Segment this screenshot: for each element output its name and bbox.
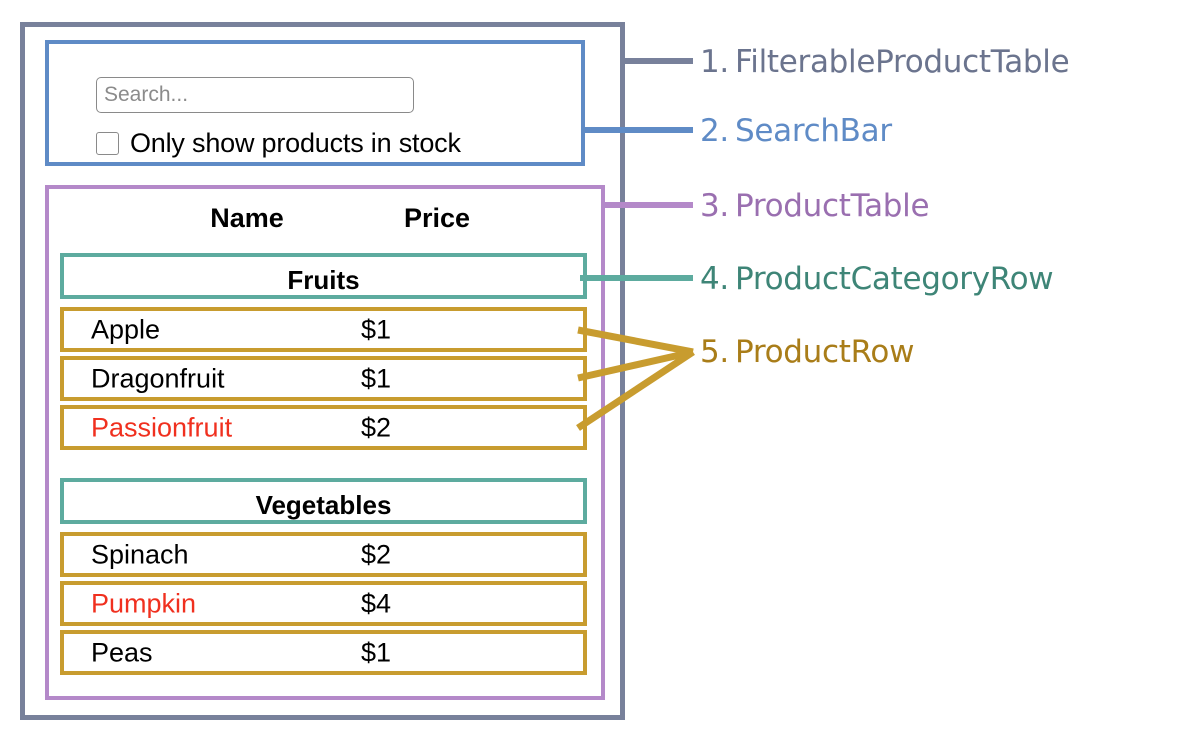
product-row-peas: Peas $1 xyxy=(60,630,587,675)
product-name: Spinach xyxy=(91,539,189,569)
product-table: Name Price Fruits Apple $1 Dragonfruit $… xyxy=(45,185,605,700)
annotation-number: 3. xyxy=(700,188,729,224)
annotation-label: ProductRow xyxy=(734,334,915,370)
product-name: Apple xyxy=(91,314,161,344)
annotation-product-row: 5.ProductRow xyxy=(700,334,914,370)
product-row-apple: Apple $1 xyxy=(60,307,587,352)
annotation-product-table: 3.ProductTable xyxy=(700,188,930,224)
product-name: Pumpkin xyxy=(91,588,197,618)
annotation-search-bar: 2.SearchBar xyxy=(700,113,892,149)
product-category-row-fruits: Fruits xyxy=(60,253,587,299)
product-row-spinach: Spinach $2 xyxy=(60,532,587,577)
product-name: Passionfruit xyxy=(91,412,233,442)
group-spacer xyxy=(60,454,587,478)
category-label: Vegetables xyxy=(255,489,392,520)
product-row-passionfruit: Passionfruit $2 xyxy=(60,405,587,450)
only-in-stock-checkbox-row[interactable]: Only show products in stock xyxy=(96,128,461,159)
annotation-label: SearchBar xyxy=(734,113,892,149)
annotation-number: 2. xyxy=(700,113,729,149)
product-price: $2 xyxy=(361,539,392,569)
annotation-label: ProductCategoryRow xyxy=(734,261,1054,297)
product-price: $1 xyxy=(361,314,392,344)
product-category-row-vegetables: Vegetables xyxy=(60,478,587,524)
product-row-dragonfruit: Dragonfruit $1 xyxy=(60,356,587,401)
product-price: $4 xyxy=(361,588,392,618)
search-bar: Only show products in stock xyxy=(45,40,585,166)
annotation-filterable-product-table: 1.FilterableProductTable xyxy=(700,44,1070,80)
product-name: Dragonfruit xyxy=(91,363,225,393)
product-price: $1 xyxy=(361,637,392,667)
annotation-label: ProductTable xyxy=(734,188,930,224)
category-label: Fruits xyxy=(287,264,360,295)
product-price: $2 xyxy=(361,412,392,442)
only-in-stock-label: Only show products in stock xyxy=(130,128,461,158)
product-rows-container: Fruits Apple $1 Dragonfruit $1 Passionfr… xyxy=(60,253,587,679)
annotation-number: 5. xyxy=(700,334,729,370)
table-header-row: Name Price xyxy=(49,203,601,243)
checkbox-icon[interactable] xyxy=(96,132,119,155)
annotation-number: 1. xyxy=(700,44,729,80)
column-header-name: Name xyxy=(210,203,284,233)
annotation-label: FilterableProductTable xyxy=(734,44,1070,80)
product-row-pumpkin: Pumpkin $4 xyxy=(60,581,587,626)
column-header-price: Price xyxy=(403,203,471,233)
product-price: $1 xyxy=(361,363,392,393)
annotation-product-category-row: 4.ProductCategoryRow xyxy=(700,261,1054,297)
annotation-number: 4. xyxy=(700,261,729,297)
search-input[interactable] xyxy=(96,77,414,113)
product-name: Peas xyxy=(91,637,153,667)
